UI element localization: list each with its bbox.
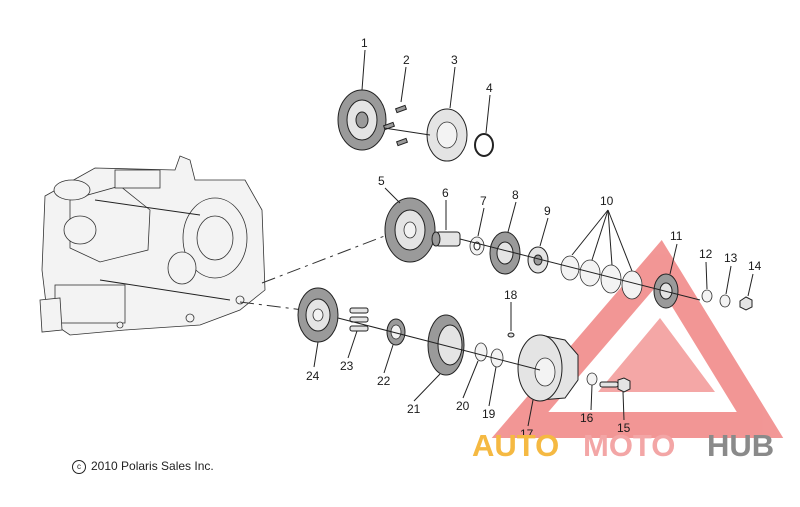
part-2-keys: [382, 104, 409, 147]
watermark-hub: HUB: [707, 428, 774, 463]
assembly-axis-lines: [239, 231, 396, 311]
part-13-washer: [719, 294, 731, 308]
callout-8: 8: [512, 188, 519, 202]
part-12-washer: [701, 289, 713, 303]
part-5-gear: [384, 197, 436, 263]
part-16-washer: [586, 372, 598, 386]
callout-19: 19: [482, 407, 496, 421]
part-23-bolts: [349, 307, 369, 332]
watermark-text: AUTO MOTO HUB: [472, 428, 774, 463]
callout-1: 1: [361, 36, 368, 50]
part-21-gear: [427, 314, 465, 376]
callout-11: 11: [670, 229, 683, 243]
callout-4: 4: [486, 81, 493, 95]
callout-3: 3: [451, 53, 458, 67]
part-17-drum: [517, 334, 579, 402]
part-6-shaft: [431, 231, 461, 247]
watermark-auto: AUTO: [472, 428, 559, 463]
callout-5: 5: [378, 174, 385, 188]
part-4-snap-ring: [474, 133, 494, 157]
part-24-gear: [297, 287, 339, 343]
callout-22: 22: [377, 374, 391, 388]
copyright-symbol: c: [72, 459, 86, 474]
callout-9: 9: [544, 204, 551, 218]
part-15-bolt: [599, 377, 631, 393]
callout-6: 6: [442, 186, 449, 200]
copyright-notice: c 2010 Polaris Sales Inc.: [72, 459, 214, 474]
part-10-washers: [560, 255, 643, 300]
callout-2: 2: [403, 53, 410, 67]
part-1-gear: [337, 89, 387, 151]
callout-18: 18: [504, 288, 518, 302]
callout-14: 14: [748, 259, 762, 273]
watermark-logo: [491, 240, 784, 438]
callout-24: 24: [306, 369, 320, 383]
part-8-gear: [489, 231, 521, 275]
leader-lines: [313, 49, 754, 427]
part-9-hub: [527, 246, 549, 274]
part-19-washer: [490, 348, 504, 368]
part-7-washer: [469, 236, 485, 256]
part-20-washer: [474, 342, 488, 362]
part-18-pin: [507, 332, 515, 338]
callout-20: 20: [456, 399, 470, 413]
engine-case-illustration: [39, 155, 266, 336]
part-22-bearing: [386, 318, 406, 346]
callout-21: 21: [407, 402, 421, 416]
callout-12: 12: [699, 247, 713, 261]
callout-17: 17: [520, 427, 534, 441]
callout-13: 13: [724, 251, 738, 265]
part-14-nut: [739, 296, 753, 311]
watermark-moto: MOTO: [583, 428, 675, 463]
callout-15: 15: [617, 421, 631, 435]
callout-labels: 1 2 3 4 5 6 7 8 9 10 11 12 13 14 15 16 1…: [306, 36, 762, 441]
part-3-gear: [426, 108, 468, 162]
callout-10: 10: [600, 194, 614, 208]
callout-23: 23: [340, 359, 354, 373]
copyright-text: 2010 Polaris Sales Inc.: [91, 459, 214, 473]
callout-16: 16: [580, 411, 594, 425]
callout-7: 7: [480, 194, 487, 208]
